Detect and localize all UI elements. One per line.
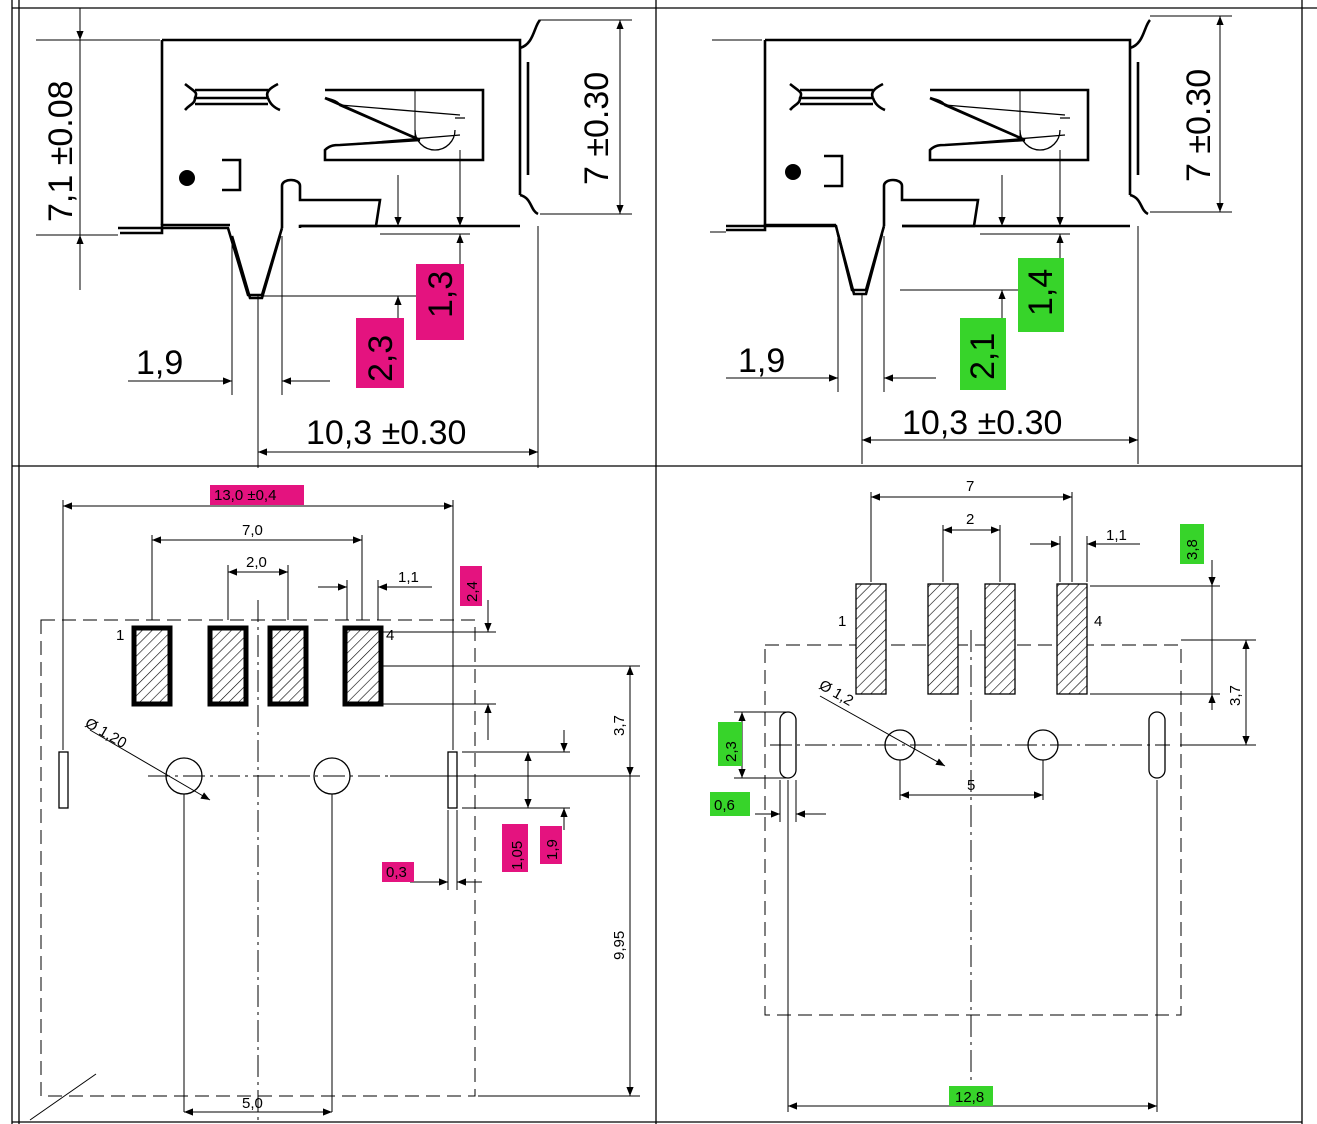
highlight-box <box>356 318 404 388</box>
highlight-box <box>1018 258 1064 332</box>
dimension-labels: 13,0 ±0,4 7,0 2,0 1,1 2,4 3,7 Ø 1,20 1,0… <box>82 485 628 1112</box>
panel-footprint-right: 1 4 <box>710 478 1256 1112</box>
dim-slot-a: 1,05 <box>509 841 526 870</box>
slot-hole <box>1148 711 1166 779</box>
dimension-labels: 7,1 ±0.08 7 ±0.30 1,3 2,3 1,9 10,3 ±0.30 <box>42 72 616 452</box>
dim-pad-width: 1,1 <box>1106 527 1127 544</box>
dim-pin-offset-b: 2,1 <box>964 333 1002 380</box>
dim-body-height: 7 ±0.30 <box>578 72 616 185</box>
dim-pad-offset: 3,8 <box>1184 539 1201 560</box>
dim-slot-b: 1,9 <box>544 839 561 860</box>
dim-pad-span: 7 <box>966 478 974 495</box>
smd-pads <box>855 583 1088 695</box>
dim-pad-span: 7,0 <box>242 522 263 539</box>
slot-hole <box>447 751 458 809</box>
dim-pin-offset-b: 2,3 <box>362 335 400 382</box>
highlight-box <box>460 566 482 606</box>
connector-outline <box>726 19 1152 296</box>
dim-slot-length: 2,3 <box>723 741 740 762</box>
highlight-box <box>502 824 528 872</box>
dim-hole-pitch: 5,0 <box>242 1095 263 1112</box>
highlight-box <box>710 792 750 816</box>
highlight-box <box>540 826 562 864</box>
dim-body-height: 7 ±0.30 <box>1180 69 1218 182</box>
dim-pad-offset: 2,4 <box>464 581 481 602</box>
highlight-box <box>1180 524 1204 564</box>
dim-pin-offset-a: 1,3 <box>422 271 460 318</box>
table-grid <box>11 0 1317 1124</box>
highlight-box <box>718 722 742 766</box>
panel-side-view-right: 7 ±0.30 1,4 2,1 1,9 10,3 ±0.30 <box>710 15 1232 464</box>
highlight-box <box>382 862 414 882</box>
dim-slot-width: 0,6 <box>714 797 735 814</box>
pin-1-label: 1 <box>116 627 124 644</box>
dim-depth: 9,95 <box>611 931 628 960</box>
dim-pad-to-hole: 3,7 <box>611 715 628 736</box>
dim-tab-width: 1,9 <box>738 342 785 380</box>
slot-hole <box>58 751 69 809</box>
dimension-labels: 7 ±0.30 1,4 2,1 1,9 10,3 ±0.30 <box>738 69 1218 442</box>
highlight-box <box>210 485 304 505</box>
dim-height: 7,1 ±0.08 <box>42 80 80 222</box>
highlight-box <box>949 1086 993 1106</box>
smd-pads <box>131 625 384 707</box>
dimension-labels: 7 2 1,1 3,8 3,7 Ø 1,2 2,3 0,6 5 12,8 <box>710 478 1244 1106</box>
connector-outline <box>118 19 542 300</box>
dimension-lines <box>710 15 1232 464</box>
dim-pin-offset-a: 1,4 <box>1022 269 1060 316</box>
pin-1-label: 1 <box>838 613 846 630</box>
highlight-box <box>960 318 1006 390</box>
panel-footprint-left: 1 4 <box>29 485 640 1124</box>
dim-total-width: 12,8 <box>955 1089 984 1106</box>
dimension-lines <box>36 8 632 468</box>
dim-pad-width: 1,1 <box>398 569 419 586</box>
dim-length: 10,3 ±0.30 <box>306 414 466 452</box>
pin-4-label: 4 <box>386 627 394 644</box>
highlight-box <box>416 264 464 340</box>
dim-tab-width: 1,9 <box>136 344 183 382</box>
panel-side-view-left: 7,1 ±0.08 7 ±0.30 1,3 2,3 1,9 10,3 ±0.30 <box>36 8 632 468</box>
dim-pad-to-hole: 3,7 <box>1227 685 1244 706</box>
dim-pad-pitch: 2 <box>966 511 974 528</box>
dim-total-width: 13,0 ±0,4 <box>214 487 276 504</box>
board-outline <box>764 644 1182 1016</box>
pin-4-label: 4 <box>1094 613 1102 630</box>
dim-pad-pitch: 2,0 <box>246 554 267 571</box>
dimension-lines <box>29 500 640 1121</box>
dim-length: 10,3 ±0.30 <box>902 404 1062 442</box>
dim-hole-pitch: 5 <box>967 777 975 794</box>
dim-slot-width: 0,3 <box>386 864 407 881</box>
dim-hole-diameter: Ø 1,20 <box>82 715 129 752</box>
